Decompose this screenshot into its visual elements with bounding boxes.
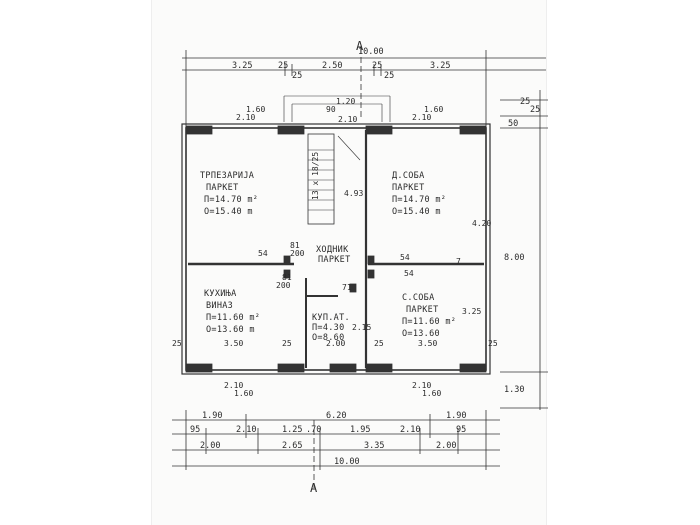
- dim-door-81-a: 81: [290, 241, 300, 250]
- dim-w25-b: 25: [282, 339, 292, 348]
- room-living-floor: ПАРКЕТ: [206, 183, 239, 193]
- room-kitchen: КУХИЊА ВИНАЗ П=11.60 m² O=13.60 m: [204, 289, 260, 335]
- dim-b3-3: 3.35: [364, 441, 384, 451]
- dim-right-2: 25: [530, 105, 540, 115]
- room-kitchen-perimeter: O=13.60 m: [206, 325, 255, 335]
- room-bedroom-s-area: П=11.60 m²: [402, 317, 456, 327]
- section-marker-bottom: A: [310, 481, 318, 495]
- room-bedroom-d-area: П=14.70 m²: [392, 195, 446, 205]
- dim-b2-4: .70: [306, 425, 321, 435]
- dim-right-1: 25: [520, 97, 530, 107]
- room-bedroom-s-name: С.СОБА: [402, 293, 435, 303]
- dim-right-3: 50: [508, 119, 518, 129]
- dim-top-7: 3.25: [430, 61, 450, 71]
- dim-door-200-b: 200: [276, 281, 291, 290]
- dim-middle-bottom: 2.00: [326, 339, 345, 348]
- dim-top-2: 25: [278, 61, 288, 71]
- window-top-left-a: [185, 125, 213, 135]
- dim-b2-7: 95: [456, 425, 466, 435]
- room-bedroom-s-perimeter: O=13.60: [402, 329, 440, 339]
- room-kitchen-floor: ВИНАЗ: [206, 301, 233, 311]
- dim-left-bottom: 3.50: [224, 339, 243, 348]
- room-hall-name: ХОДНИК: [316, 245, 349, 255]
- dim-w25-d: 25: [488, 339, 498, 348]
- room-bedroom-d: Д.СОБА ПАРКЕТ П=14.70 m² O=15.40 m: [392, 171, 446, 217]
- dim-b1-2: 6.20: [326, 411, 346, 421]
- dim-top-1: 3.25: [232, 61, 252, 71]
- paper-sheet: [152, 0, 546, 525]
- dim-b3-1: 2.00: [200, 441, 220, 451]
- dim-right-wall: 4.20: [472, 219, 491, 228]
- dim-b2-5: 1.95: [350, 425, 370, 435]
- room-kitchen-name: КУХИЊА: [204, 289, 237, 299]
- dim-b1-1: 1.90: [202, 411, 222, 421]
- room-bedroom-s: С.СОБА ПАРКЕТ П=11.60 m² O=13.60: [402, 293, 456, 339]
- wtag-bl-1: 2.10: [224, 381, 243, 390]
- dim-b2-2: 2.10: [236, 425, 256, 435]
- dim-door-81-b: 81: [282, 273, 292, 282]
- wtag-br-2: 1.60: [422, 389, 441, 398]
- dim-b2-3: 1.25: [282, 425, 302, 435]
- room-bath: КУП.АТ. П=4.30 O=8.60: [312, 313, 350, 343]
- dim-top-5: 25: [372, 61, 382, 71]
- wtag-tl-2: 1.60: [246, 105, 265, 114]
- dim-stair-len: 4.93: [344, 189, 363, 198]
- dim-door-54-b: 54: [400, 253, 410, 262]
- dim-door-7: 7: [456, 257, 461, 266]
- dim-bottom-total: 10.00: [334, 457, 360, 467]
- dim-b3-4: 2.00: [436, 441, 456, 451]
- dim-right-4: 8.00: [504, 253, 524, 263]
- margin-left: [0, 0, 152, 525]
- room-bath-name: КУП.АТ.: [312, 313, 350, 323]
- stair: [307, 133, 335, 225]
- wtag-tr-2: 1.60: [424, 105, 443, 114]
- dim-door-200-a: 200: [290, 249, 305, 258]
- dim-top-3: 25: [292, 71, 302, 81]
- dim-door-54-a: 54: [258, 249, 268, 258]
- wtag-stair-3: 2.10: [338, 115, 357, 124]
- room-hall-floor: ПАРКЕТ: [318, 255, 351, 265]
- room-hall: ХОДНИК ПАРКЕТ: [316, 245, 351, 265]
- dim-w25-c: 25: [374, 339, 384, 348]
- room-bedroom-d-perimeter: O=15.40 m: [392, 207, 441, 217]
- room-bedroom-d-name: Д.СОБА: [392, 171, 425, 181]
- dim-top-total: 10.00: [358, 47, 384, 57]
- dim-top-4: 2.50: [322, 61, 342, 71]
- wtag-tr-1: 2.10: [412, 113, 431, 122]
- dim-bath-w: 2.15: [352, 323, 371, 332]
- dim-right-bottom: 3.50: [418, 339, 437, 348]
- wtag-br-1: 2.10: [412, 381, 431, 390]
- room-bath-area: П=4.30: [312, 323, 345, 333]
- room-living-perimeter: O=15.40 m: [204, 207, 253, 217]
- room-bedroom-d-floor: ПАРКЕТ: [392, 183, 425, 193]
- dim-w25-a: 25: [172, 339, 182, 348]
- wtag-bl-2: 1.60: [234, 389, 253, 398]
- dim-b1-3: 1.90: [446, 411, 466, 421]
- dim-door-54-c: 54: [404, 269, 414, 278]
- dim-bath-h: 3.25: [462, 307, 481, 316]
- section-marker-top: A: [356, 39, 364, 53]
- room-living: ТРПЕЗАРИЈА ПАРКЕТ П=14.70 m² O=15.40 m: [200, 171, 258, 217]
- dim-b3-2: 2.65: [282, 441, 302, 451]
- room-living-area: П=14.70 m²: [204, 195, 258, 205]
- wtag-stair-2: 1.20: [336, 97, 355, 106]
- wtag-stair-1: 90: [326, 105, 336, 114]
- room-kitchen-area: П=11.60 m²: [206, 313, 260, 323]
- dim-door-71: 71: [342, 283, 352, 292]
- dim-b2-1: 95: [190, 425, 200, 435]
- dim-stair: 13 x 18/25: [311, 152, 320, 200]
- room-bath-perimeter: O=8.60: [312, 333, 345, 343]
- dim-right-5: 1.30: [504, 385, 524, 395]
- wtag-tl-1: 2.10: [236, 113, 255, 122]
- dim-b2-6: 2.10: [400, 425, 420, 435]
- room-bedroom-s-floor: ПАРКЕТ: [406, 305, 439, 315]
- dim-top-6: 25: [384, 71, 394, 81]
- room-living-name: ТРПЕЗАРИЈА: [200, 171, 254, 181]
